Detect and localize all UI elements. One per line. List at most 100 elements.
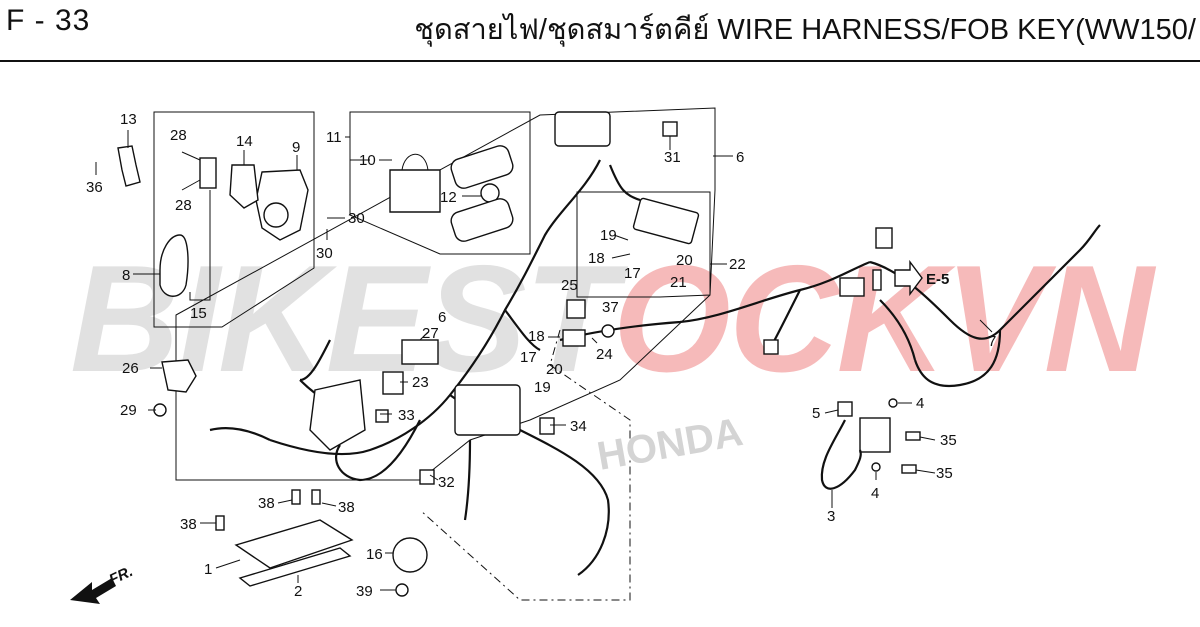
bolt-39: [395, 583, 409, 597]
callout-28-bottom: 28: [175, 197, 192, 214]
callout-24: 24: [596, 346, 613, 363]
strap-10: [389, 169, 441, 213]
parts: [117, 111, 921, 597]
smart-unit: [554, 111, 611, 147]
battery-case: [309, 379, 366, 451]
callout-6-right: 6: [736, 149, 744, 166]
cap-5: [837, 401, 853, 417]
bolt-35b: [901, 464, 917, 474]
callout-9: 9: [292, 139, 300, 156]
callout-37: 37: [602, 299, 619, 316]
bracket-1: [234, 519, 354, 569]
callout-10: 10: [359, 152, 376, 169]
callout-20-top: 20: [676, 252, 693, 269]
callout-15: 15: [190, 305, 207, 322]
leader-lines: [95, 130, 993, 591]
front-label: FR.: [107, 563, 136, 589]
callout-11: 11: [326, 129, 342, 146]
title-divider: [0, 60, 1200, 62]
callout-25: 25: [561, 277, 578, 294]
junction-block: [454, 384, 521, 436]
horn-16: [392, 537, 428, 573]
callout-19-top: 19: [600, 227, 617, 244]
callout-27: 27: [422, 325, 439, 342]
callout-26: 26: [122, 360, 139, 377]
relay-box-22: [632, 197, 700, 245]
callout-35-bottom: 35: [936, 465, 953, 482]
socket-26: [161, 359, 197, 393]
relay-24: [562, 329, 586, 347]
callout-39: 39: [356, 583, 373, 600]
frame-ignition-group: [153, 111, 315, 328]
bolt-38c: [311, 489, 321, 505]
front-arrow-icon: [70, 578, 116, 604]
callout-5: 5: [812, 405, 820, 422]
relay-25: [566, 299, 586, 319]
callout-21: 21: [670, 274, 687, 291]
page-code: F - 33: [6, 4, 91, 37]
callout-3: 3: [827, 508, 835, 525]
callout-20-mid: 20: [546, 361, 563, 378]
callout-2: 2: [294, 583, 302, 600]
rear-coupler-small: [763, 339, 779, 355]
callout-19-mid: 19: [534, 379, 551, 396]
nut-4b: [871, 462, 881, 472]
connector-27: [401, 339, 439, 365]
nut-4a: [888, 398, 898, 408]
frame-harness-group: [175, 107, 716, 481]
fob-key-lower: [450, 198, 514, 242]
callout-38-far: 38: [180, 516, 197, 533]
group-frames: [153, 107, 716, 601]
callout-14: 14: [236, 133, 253, 150]
page-title: ชุดสายไฟ/ชุดสมาร์ตคีย์ WIRE HARNESS/FOB …: [414, 14, 1196, 46]
callout-32: 32: [438, 474, 455, 491]
connector-33: [375, 409, 389, 423]
callout-12: 12: [440, 189, 457, 206]
connector-23: [382, 371, 404, 395]
callout-36: 36: [86, 179, 103, 196]
bracket-13: [117, 145, 141, 187]
bracket-14: [229, 164, 259, 209]
callout-23: 23: [412, 374, 429, 391]
callout-30-right: 30: [348, 210, 365, 227]
callout-38-left: 38: [258, 495, 275, 512]
callout-22: 22: [729, 256, 746, 273]
callout-31: 31: [664, 149, 681, 166]
reference-e5-label: E-5: [926, 271, 949, 288]
brand-mark: HONDA: [594, 410, 746, 479]
callout-28-top: 28: [170, 127, 187, 144]
callout-4-top: 4: [916, 395, 924, 412]
callout-16: 16: [366, 546, 383, 563]
callout-38-right: 38: [338, 499, 355, 516]
callout-7: 7: [988, 333, 996, 350]
plate-2: [238, 547, 352, 587]
callout-18-mid: 18: [528, 328, 545, 345]
callout-13: 13: [120, 111, 137, 128]
callout-6-mid: 6: [438, 309, 446, 326]
callout-34: 34: [570, 418, 587, 435]
leader-dashed-relay: [419, 329, 631, 601]
callout-33: 33: [398, 407, 415, 424]
ignition-coil: [859, 417, 891, 453]
plate-28: [199, 157, 217, 189]
bolt-35a: [905, 431, 921, 441]
callout-17-top: 17: [624, 265, 641, 282]
connector-31: [662, 121, 678, 137]
frame-fob-key-group: [349, 111, 531, 255]
frame-relay-group: [576, 191, 711, 298]
reference-e5: E-5: [894, 259, 949, 297]
callout-18-top: 18: [588, 250, 605, 267]
callout-labels: 13 36 28 28 14 9 30 30 8 15 11 10 12 6 3…: [86, 111, 996, 600]
bolt-38a: [215, 515, 225, 531]
rear-connector: [875, 227, 893, 249]
connector-34: [539, 417, 555, 435]
ignition-cylinder: [263, 202, 289, 228]
callout-8: 8: [122, 267, 130, 284]
callout-29: 29: [120, 402, 137, 419]
callout-35-top: 35: [940, 432, 957, 449]
callout-4-bottom: 4: [871, 485, 879, 502]
callout-1: 1: [204, 561, 212, 578]
callout-30-below: 30: [316, 245, 333, 262]
fob-key-upper: [450, 145, 514, 189]
